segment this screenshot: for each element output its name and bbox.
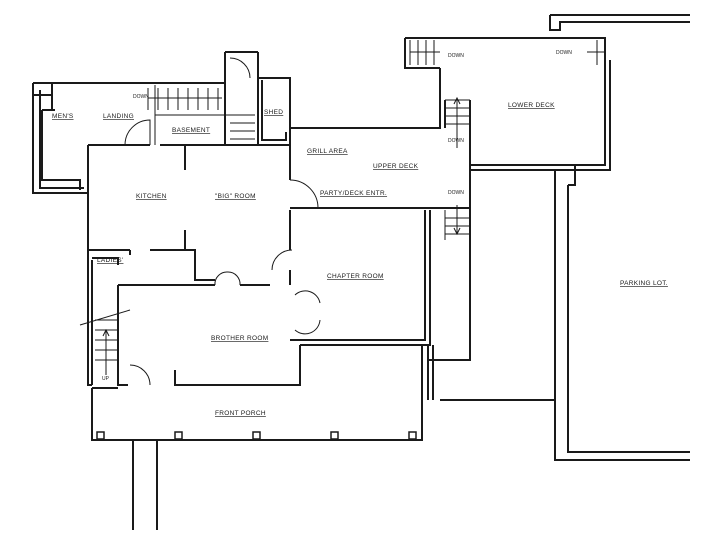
room-labels: MEN'S LANDING BASEMENT SHED GRILL AREA U… bbox=[52, 102, 668, 417]
label-basement: BASEMENT bbox=[172, 127, 210, 134]
label-down: DOWN bbox=[556, 50, 572, 56]
porch-post bbox=[330, 431, 339, 440]
porch-post bbox=[96, 431, 105, 440]
porch-posts bbox=[96, 431, 417, 440]
label-down: DOWN bbox=[133, 94, 149, 100]
label-chapter-room: CHAPTER ROOM bbox=[327, 273, 384, 280]
label-grill-area: GRILL AREA bbox=[307, 148, 348, 155]
stair-labels: DOWN DOWN DOWN DOWN DOWN UP bbox=[102, 50, 572, 382]
label-brother-room: BROTHER ROOM bbox=[211, 335, 268, 342]
label-lower-deck: LOWER DECK bbox=[508, 102, 555, 109]
label-mens: MEN'S bbox=[52, 113, 74, 120]
label-ladies: LADIES' bbox=[97, 257, 123, 264]
label-big-room: "BIG" ROOM bbox=[215, 193, 256, 200]
label-kitchen: KITCHEN bbox=[136, 193, 167, 200]
label-parking-lot: PARKING LOT. bbox=[620, 280, 668, 287]
label-front-porch: FRONT PORCH bbox=[215, 410, 266, 417]
porch-post bbox=[408, 431, 417, 440]
label-down: DOWN bbox=[448, 53, 464, 59]
label-shed: SHED bbox=[264, 109, 283, 116]
label-upper-deck: UPPER DECK bbox=[373, 163, 419, 170]
label-party-deck-entr: PARTY/DECK ENTR. bbox=[320, 190, 387, 197]
label-down: DOWN bbox=[448, 190, 464, 196]
label-landing: LANDING bbox=[103, 113, 134, 120]
walls bbox=[32, 14, 690, 530]
label-up: UP bbox=[102, 376, 110, 382]
porch-post bbox=[174, 431, 183, 440]
label-down: DOWN bbox=[448, 138, 464, 144]
porch-post bbox=[252, 431, 261, 440]
